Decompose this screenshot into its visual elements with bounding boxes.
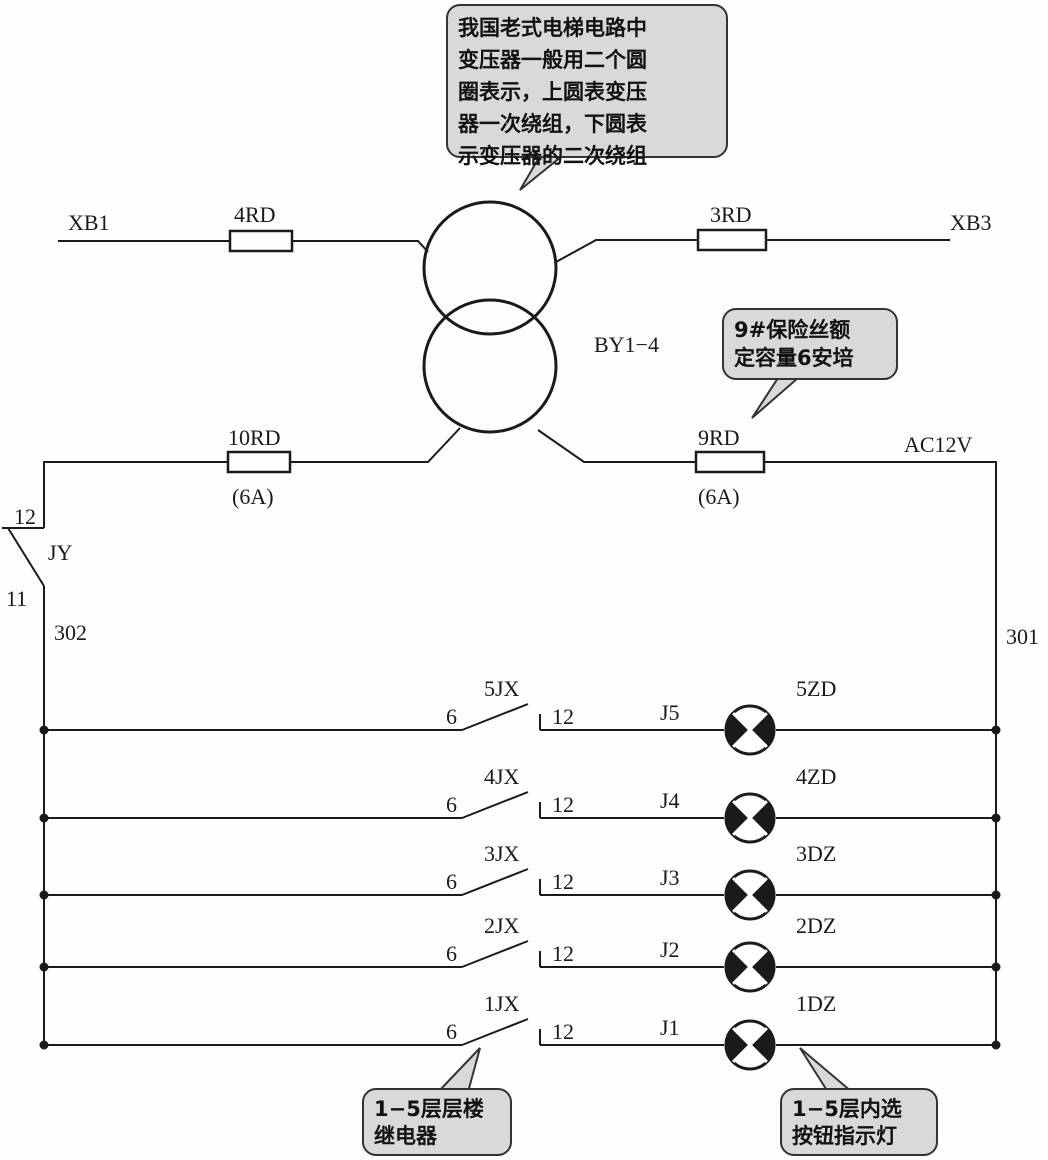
junction-dot-right — [991, 890, 1001, 900]
label-4rd: 4RD — [234, 202, 276, 227]
junction-dot-left — [39, 725, 49, 735]
junction-dot-left — [39, 890, 49, 900]
lamp-label: 4ZD — [796, 764, 836, 789]
relay-note-pointer — [435, 1047, 481, 1093]
wire-number-label: J1 — [660, 1015, 680, 1040]
label-9rd-rating: (6A) — [698, 484, 740, 509]
label-jy-pin-bottom: 11 — [6, 586, 27, 611]
junction-dot-left — [39, 962, 49, 972]
relay-contact-blade — [461, 791, 529, 819]
relay-note-callout: 1−5层层楼 继电器 — [362, 1088, 512, 1156]
label-xb3: XB3 — [950, 210, 992, 235]
relay-note-line-1: 1−5层层楼 — [374, 1097, 484, 1121]
lamp-note-line-1: 1−5层内选 — [792, 1097, 902, 1121]
transformer-primary-winding — [422, 200, 558, 336]
fuse-10rd — [226, 450, 292, 474]
relay-label: 1JX — [484, 991, 520, 1016]
relay-pin-left-label: 6 — [446, 869, 457, 894]
label-jy: JY — [48, 540, 73, 565]
label-transformer: BY1−4 — [594, 332, 659, 357]
fuse-note-line-2: 定容量6安培 — [734, 346, 854, 370]
wire-number-label: J3 — [660, 865, 680, 890]
rung-3: 3JX 6 12 J3 3DZ — [39, 841, 1001, 921]
relay-label: 2JX — [484, 913, 520, 938]
transformer-note-line-5: 示变压器的二次绕组 — [458, 144, 647, 168]
label-ac12v: AC12V — [904, 432, 973, 457]
label-jy-pin-top: 12 — [14, 504, 36, 529]
transformer-note-callout: 我国老式电梯电路中 变压器一般用二个圆 圈表示，上圆表变压 器一次绕组，下圆表 … — [446, 4, 728, 168]
transformer-note-line-2: 变压器一般用二个圆 — [458, 48, 647, 72]
indicator-lamp-icon — [724, 1019, 776, 1071]
indicator-lamp-icon — [724, 941, 776, 993]
junction-dot-left — [39, 1040, 49, 1050]
indicator-lamp-icon — [724, 792, 776, 844]
relay-pin-left-label: 6 — [446, 941, 457, 966]
transformer-secondary-winding — [422, 298, 558, 434]
relay-contact-blade — [461, 703, 529, 731]
junction-dot-left — [39, 813, 49, 823]
relay-pin-right-label: 12 — [552, 1019, 574, 1044]
label-3rd: 3RD — [710, 202, 752, 227]
label-10rd: 10RD — [228, 425, 281, 450]
wire-secondary-to-9rd — [537, 429, 696, 463]
rung-2: 4JX 6 12 J4 4ZD — [39, 764, 1001, 844]
relay-pin-right-label: 12 — [552, 792, 574, 817]
indicator-lamp-icon — [724, 704, 776, 756]
wire-number-label: J4 — [660, 788, 680, 813]
jy-contact-blade — [7, 527, 45, 587]
lamp-label: 2DZ — [796, 913, 836, 938]
relay-pin-right-label: 12 — [552, 941, 574, 966]
label-wire-302: 302 — [54, 620, 87, 645]
label-xb1: XB1 — [68, 210, 110, 235]
relay-label: 4JX — [484, 764, 520, 789]
relay-contact-blade — [461, 1018, 529, 1046]
fuse-note-pointer — [751, 377, 801, 419]
relay-pin-right-label: 12 — [552, 704, 574, 729]
wire-primary-to-3rd — [555, 239, 698, 263]
fuse-note-line-1: 9#保险丝额 — [734, 318, 851, 342]
transformer-note-line-4: 器一次绕组，下圆表 — [458, 112, 647, 136]
lamp-label: 3DZ — [796, 841, 836, 866]
junction-dot-right — [991, 962, 1001, 972]
wire-number-label: J2 — [660, 937, 680, 962]
junction-dot-right — [991, 725, 1001, 735]
rung-4: 2JX 6 12 J2 2DZ — [39, 913, 1001, 993]
fuse-4rd — [228, 229, 294, 253]
transformer-note-line-1: 我国老式电梯电路中 — [458, 16, 647, 40]
lamp-label: 5ZD — [796, 676, 836, 701]
relay-pin-left-label: 6 — [446, 704, 457, 729]
junction-dot-right — [991, 813, 1001, 823]
lamp-label: 1DZ — [796, 991, 836, 1016]
fuse-3rd — [696, 228, 768, 252]
relay-note-line-2: 继电器 — [374, 1124, 437, 1148]
relay-pin-left-label: 6 — [446, 792, 457, 817]
relay-pin-left-label: 6 — [446, 1019, 457, 1044]
wire-number-label: J5 — [660, 700, 680, 725]
fuse-note-callout: 9#保险丝额 定容量6安培 — [722, 308, 898, 380]
wire-4rd-to-primary — [292, 240, 429, 253]
relay-label: 3JX — [484, 841, 520, 866]
relay-pin-right-label: 12 — [552, 869, 574, 894]
rung-5: 1JX 6 12 J1 1DZ — [39, 991, 1001, 1071]
label-wire-301: 301 — [1006, 624, 1039, 649]
wire-secondary-to-10rd — [290, 427, 461, 463]
rung-1: 5JX 6 12 J5 5ZD — [39, 676, 1001, 756]
indicator-lamp-icon — [724, 869, 776, 921]
relay-contact-blade — [461, 940, 529, 968]
wire-10rd-to-jy — [43, 461, 228, 508]
relay-contact-blade — [461, 868, 529, 896]
label-9rd: 9RD — [698, 425, 740, 450]
wire-301-bus — [764, 461, 997, 1043]
lamp-note-pointer — [799, 1047, 855, 1093]
lamp-note-callout: 1−5层内选 按钮指示灯 — [780, 1088, 938, 1156]
label-10rd-rating: (6A) — [232, 484, 274, 509]
lamp-note-line-2: 按钮指示灯 — [792, 1124, 897, 1148]
fuse-9rd — [694, 450, 766, 474]
junction-dot-right — [991, 1040, 1001, 1050]
relay-label: 5JX — [484, 676, 520, 701]
transformer-note-line-3: 圈表示，上圆表变压 — [458, 80, 647, 104]
